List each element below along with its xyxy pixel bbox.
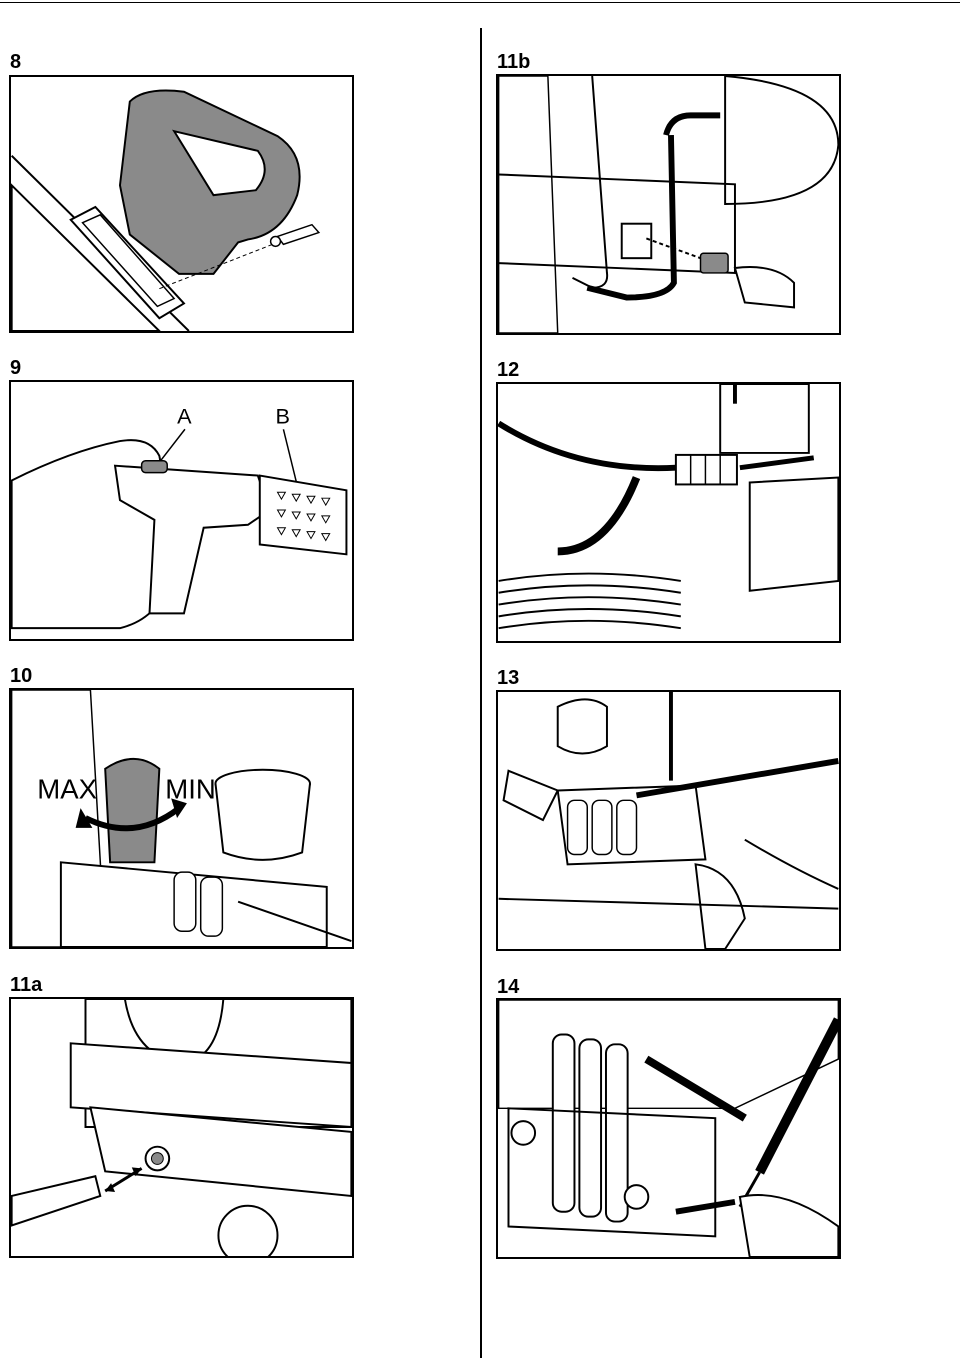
hose-connection-drawing: [498, 76, 839, 333]
pump-head-wrench-drawing: [498, 692, 839, 949]
spray-gun-drawing: A B: [11, 403, 348, 630]
column-divider: [480, 28, 482, 1358]
figure-11a-illustration: [9, 997, 354, 1258]
figure-12-label: 12: [497, 359, 520, 381]
figure-12-illustration: [496, 382, 841, 643]
pressure-regulator-drawing: MAX MIN: [11, 690, 352, 947]
handle-assembly-drawing: [11, 89, 321, 331]
figure-10-illustration: MAX MIN: [9, 688, 354, 949]
pump-screwdriver-drawing: [498, 1000, 839, 1257]
inlet-connector-drawing: [11, 999, 352, 1256]
top-rule: [0, 2, 960, 3]
figure-8-label: 8: [10, 51, 22, 73]
figure-8-illustration: [9, 75, 354, 333]
figure-9-label: 9: [10, 357, 22, 379]
figure-14-illustration: [496, 998, 841, 1259]
figure-13-label: 13: [497, 667, 520, 689]
figure-14-label: 14: [497, 976, 520, 998]
figure-11a-label: 11a: [10, 974, 43, 996]
figure-10-label: 10: [10, 665, 33, 687]
figure-13-illustration: [496, 690, 841, 951]
callout-a: A: [177, 403, 192, 428]
figure-9-illustration: A B: [9, 380, 354, 641]
inline-filter-drawing: [498, 384, 839, 630]
figure-11b-label: 11b: [497, 51, 531, 73]
callout-max: MAX: [37, 773, 97, 804]
figure-11b-illustration: [496, 74, 841, 335]
callout-b: B: [276, 403, 290, 428]
